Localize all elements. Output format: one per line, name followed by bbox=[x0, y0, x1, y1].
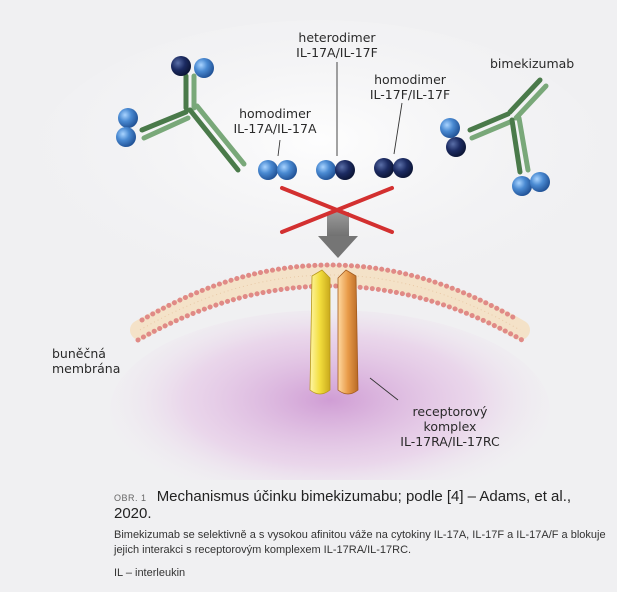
receptor-complex bbox=[309, 269, 359, 395]
homodimer-il17a-molecule bbox=[258, 160, 297, 180]
homodimer-f-label: homodimer IL-17F/IL-17F bbox=[345, 72, 475, 102]
bimekizumab-label: bimekizumab bbox=[490, 56, 575, 71]
homodimer-f-label-line2: IL-17F/IL-17F bbox=[369, 87, 451, 102]
heterodimer-label-line1: heterodimer bbox=[298, 30, 376, 45]
cell-interior bbox=[110, 310, 550, 480]
leader-line-homodimer-a bbox=[277, 139, 281, 157]
homodimer-a-label-line1: homodimer bbox=[239, 106, 311, 121]
receptor-label: receptorový komplex IL-17RA/IL-17RC bbox=[380, 404, 520, 449]
caption-text: Bimekizumab se selektivně a s vysokou af… bbox=[114, 529, 606, 556]
membrane-label-line2: membrána bbox=[52, 361, 121, 376]
antibody-left bbox=[116, 56, 247, 173]
leader-line-homodimer-f bbox=[393, 102, 403, 155]
mechanism-diagram bbox=[30, 20, 610, 480]
receptor-label-line2: komplex bbox=[423, 419, 477, 434]
figure-number: OBR. 1 bbox=[114, 493, 147, 503]
blocking-cross-icon bbox=[280, 186, 394, 234]
figure-caption: OBR. 1 Mechanismus účinku bimekizumabu; … bbox=[114, 488, 609, 579]
homodimer-il17f-molecule bbox=[374, 158, 413, 178]
heterodimer-molecule bbox=[316, 160, 355, 180]
antibody-right bbox=[440, 77, 550, 196]
receptor-label-line1: receptorový bbox=[412, 404, 488, 419]
caption-abbreviation: IL – interleukin bbox=[114, 567, 186, 579]
heterodimer-label: heterodimer IL-17A/IL-17F bbox=[272, 30, 402, 60]
caption-title: Mechanismus účinku bimekizumabu; podle [… bbox=[114, 488, 572, 522]
homodimer-a-label: homodimer IL-17A/IL-17A bbox=[210, 106, 340, 136]
homodimer-a-label-line2: IL-17A/IL-17A bbox=[233, 121, 317, 136]
blocked-arrow bbox=[318, 212, 358, 258]
heterodimer-label-line2: IL-17A/IL-17F bbox=[296, 45, 378, 60]
receptor-label-line3: IL-17RA/IL-17RC bbox=[400, 434, 500, 449]
leader-line-receptor bbox=[369, 377, 399, 401]
membrane-label-line1: buněčná bbox=[52, 346, 106, 361]
caption-title-row: OBR. 1 Mechanismus účinku bimekizumabu; … bbox=[114, 488, 609, 522]
membrane-label: buněčná membrána bbox=[52, 346, 120, 376]
homodimer-f-label-line1: homodimer bbox=[374, 72, 446, 87]
